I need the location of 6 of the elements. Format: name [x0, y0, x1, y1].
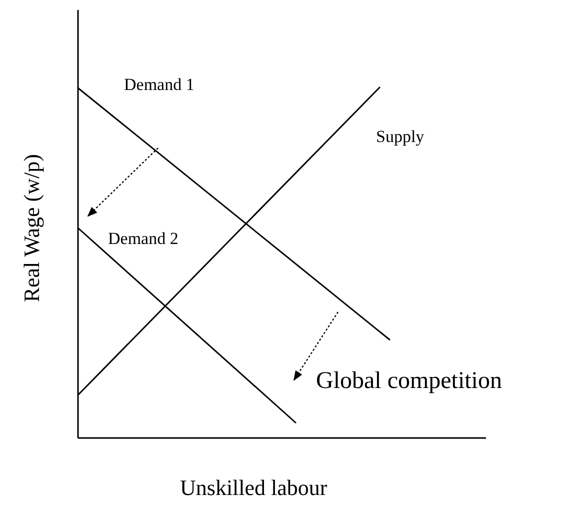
curve-label: Demand 2 [108, 230, 178, 249]
axis-label: Unskilled labour [180, 476, 328, 500]
axis-label: Real Wage (w/p) [20, 154, 44, 302]
curve-label: Demand 1 [124, 76, 194, 95]
curve-label: Supply [376, 128, 424, 147]
annotation-text: Global competition [316, 368, 502, 394]
